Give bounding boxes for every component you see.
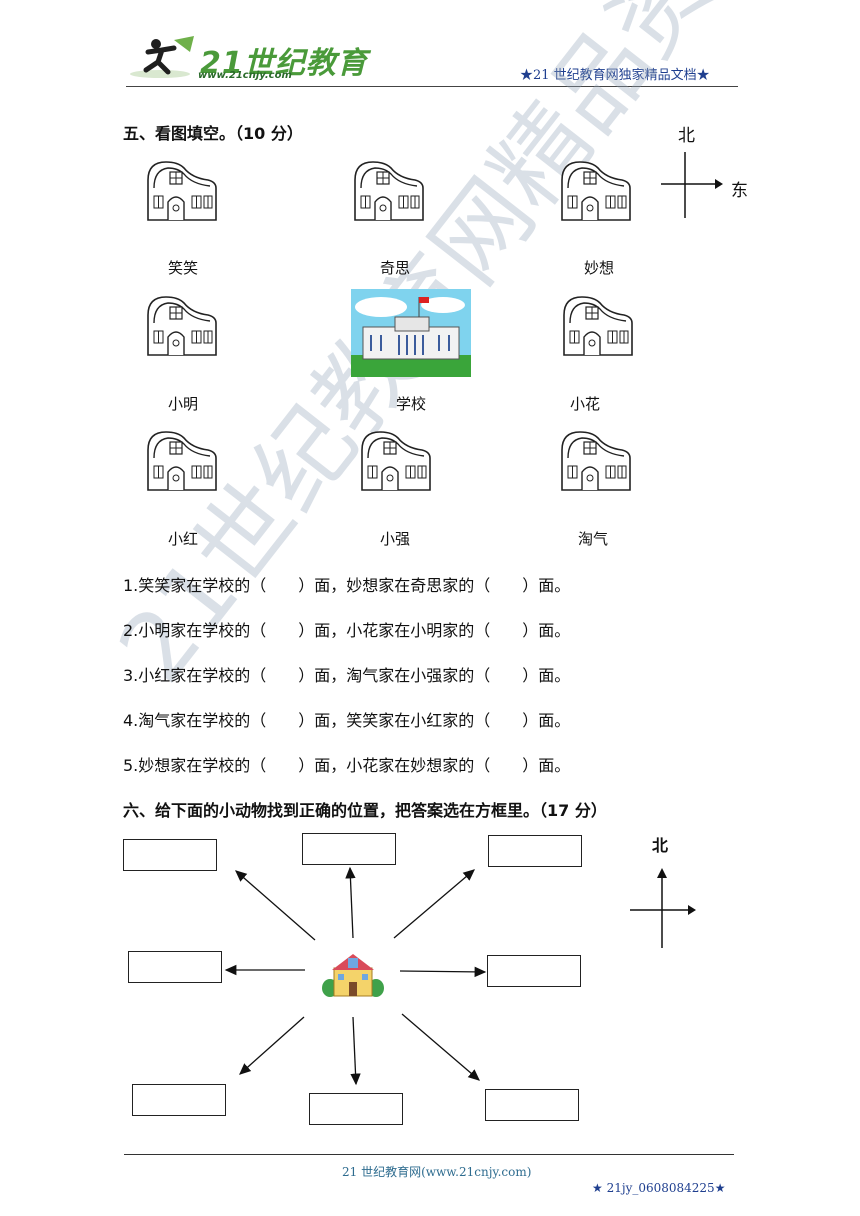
answer-box-east[interactable] [487, 955, 581, 987]
answer-box-west[interactable] [128, 951, 222, 983]
runner-logo-icon [130, 36, 194, 78]
house-label: 笑笑 [168, 259, 199, 277]
house-label: 小明 [168, 395, 199, 413]
house-label: 淘气 [578, 530, 609, 548]
compass-arrows-icon [630, 868, 696, 948]
compass-east-label: 东 [731, 181, 748, 201]
arrow-southeast [401, 1013, 480, 1081]
question-3: 3.小红家在学校的（ ）面，淘气家在小强家的（ ）面。 [123, 666, 571, 685]
arrow-north [345, 866, 356, 939]
arrow-southwest [239, 1016, 305, 1075]
arrow-east [399, 966, 487, 978]
house-label: 小强 [380, 530, 411, 548]
header-slogan: ★21 世纪教育网独家精品文档★ [520, 68, 710, 83]
question-4: 4.淘气家在学校的（ ）面，笑笑家在小红家的（ ）面。 [123, 711, 571, 730]
school-icon [351, 289, 471, 377]
answer-box-southeast[interactable] [485, 1089, 579, 1121]
house-label: 小红 [168, 530, 199, 548]
arrow-northwest [235, 870, 316, 941]
compass-arrows-icon [661, 152, 723, 218]
answer-box-northwest[interactable] [123, 839, 217, 871]
footer-divider [124, 1154, 734, 1155]
section6-title: 六、给下面的小动物找到正确的位置，把答案选在方框里。（17 分） [123, 801, 607, 820]
question-2: 2.小明家在学校的（ ）面，小花家在小明家的（ ）面。 [123, 621, 571, 640]
answer-box-southwest[interactable] [132, 1084, 226, 1116]
footer-code: ★ 21jy_0608084225★ [592, 1181, 726, 1195]
house-label: 奇思 [380, 259, 411, 277]
footer-site: 21 世纪教育网(www.21cnjy.com) [342, 1165, 532, 1179]
question-5: 5.妙想家在学校的（ ）面，小花家在妙想家的（ ）面。 [123, 756, 571, 775]
section5-title: 五、看图填空。（10 分） [123, 124, 303, 143]
compass-north-label: 北 [678, 126, 695, 146]
header-divider [126, 86, 738, 87]
answer-box-north[interactable] [302, 833, 396, 865]
arrow-south [350, 1016, 361, 1086]
house-label: 小花 [570, 395, 601, 413]
answer-box-south[interactable] [309, 1093, 403, 1125]
logo-url: www.21cnjy.com [198, 70, 292, 81]
school-building-icon [322, 954, 384, 997]
house-label: 妙想 [584, 259, 615, 277]
answer-box-northeast[interactable] [488, 835, 582, 867]
arrow-northeast [393, 869, 475, 939]
compass-north-label: 北 [652, 836, 669, 855]
question-1: 1.笑笑家在学校的（ ）面，妙想家在奇思家的（ ）面。 [123, 576, 571, 595]
logo-text: 21世纪教育 [200, 46, 368, 81]
house-label: 学校 [396, 395, 427, 413]
logo [128, 34, 198, 80]
